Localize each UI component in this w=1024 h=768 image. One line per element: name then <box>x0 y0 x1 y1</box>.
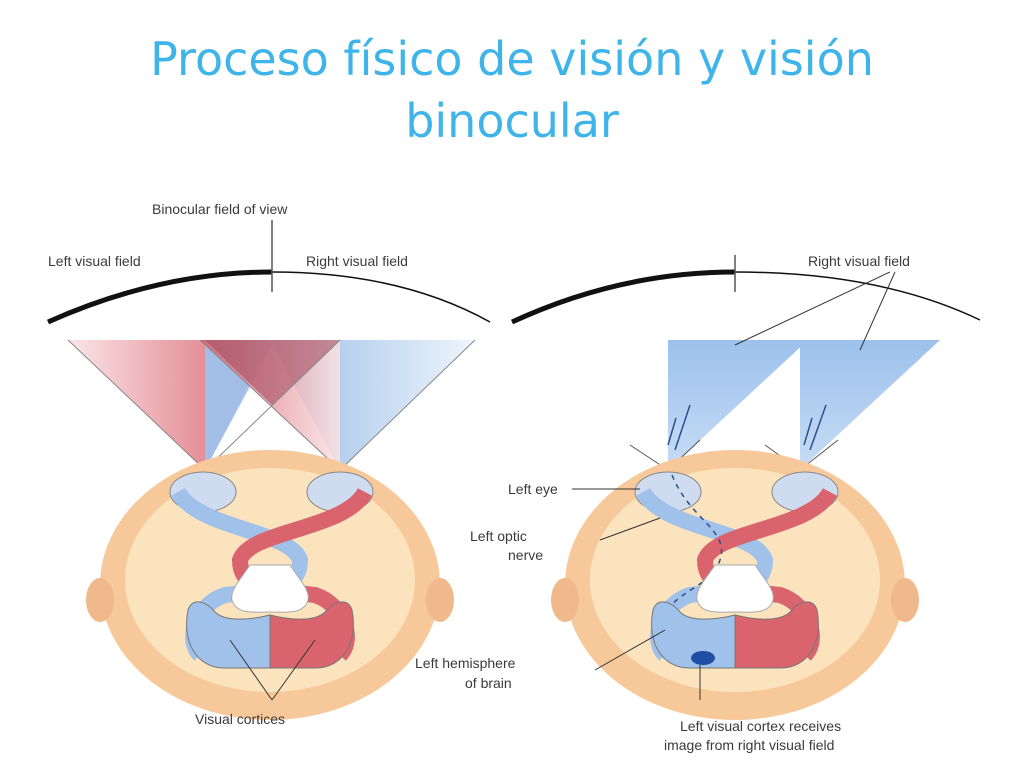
left-optic-nerve-label-1: Left optic <box>470 528 527 544</box>
right-visual-field-label: Right visual field <box>306 253 408 269</box>
right-visual-field-label-2: Right visual field <box>808 253 910 269</box>
left-visual-cortex <box>186 601 271 669</box>
left-eye-label: Left eye <box>508 481 558 497</box>
light-arrows <box>667 404 827 451</box>
optic-nerve-pointer <box>599 517 661 541</box>
binocular-field-label: Binocular field of view <box>152 201 288 217</box>
field-pointer-2 <box>859 271 896 351</box>
right-visual-cortex <box>269 601 354 669</box>
right-ear-right <box>891 578 919 622</box>
right-eye-field-cone <box>800 340 940 470</box>
left-visual-field-arc <box>46 269 273 325</box>
left-visual-field-label: Left visual field <box>48 253 141 269</box>
right-diagram: Right visual field Left eye Left optic n… <box>415 253 981 753</box>
slide-title-line-2: binocular <box>405 94 619 148</box>
left-diagram: Binocular field of view Left visual fiel… <box>46 201 491 727</box>
binocular-overlap <box>205 340 340 405</box>
right-ear-left <box>551 578 579 622</box>
left-eye-field-cone <box>668 340 808 470</box>
cortices-pointer-left <box>229 639 273 701</box>
left-central-brain <box>231 564 309 613</box>
right-central-brain <box>696 564 774 613</box>
right-diagram-arc-right <box>734 271 981 321</box>
left-optic-nerve-label-2: nerve <box>508 547 543 563</box>
right-visual-field-arc <box>271 271 491 323</box>
visual-cortices-label: Visual cortices <box>195 711 285 727</box>
left-hemisphere-label-2: of brain <box>465 675 512 691</box>
hemisphere-pointer <box>594 629 666 671</box>
left-visual-cortex-label-1: Left visual cortex receives <box>680 718 841 734</box>
left-hemisphere-label-1: Left hemisphere <box>415 655 516 671</box>
right-diagram-arc-left <box>510 269 736 325</box>
slide-title: Proceso físico de visión y visión binocu… <box>0 28 1024 152</box>
right-diagram-left-cortex <box>651 601 736 669</box>
left-ear-left <box>86 578 114 622</box>
slide-title-line-1: Proceso físico de visión y visión <box>150 32 874 86</box>
left-ear-right <box>426 578 454 622</box>
right-diagram-right-cortex <box>734 601 819 669</box>
cortex-activation-spot <box>691 651 715 665</box>
field-pointer-1 <box>734 271 891 346</box>
left-visual-cortex-label-2: image from right visual field <box>664 737 834 753</box>
cortices-pointer-right <box>271 639 316 701</box>
